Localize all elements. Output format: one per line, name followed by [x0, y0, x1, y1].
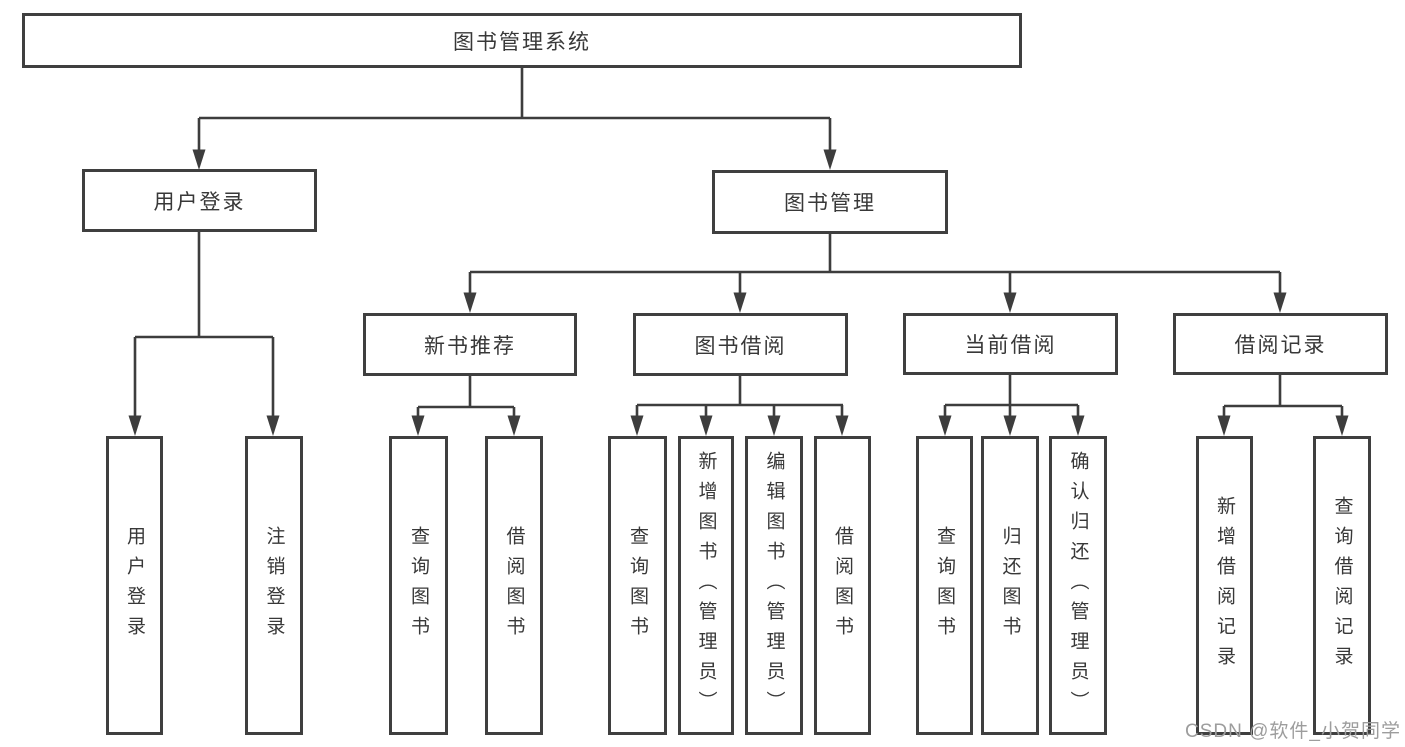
- leaf-cb-query-books-label: 查询图书: [934, 525, 955, 646]
- leaf-br-query-record-label: 查询借阅记录: [1331, 495, 1353, 676]
- leaf-logout-label: 注销登录: [263, 525, 285, 646]
- arrowhead-book-borrow: [733, 292, 747, 313]
- node-borrow-records: 借阅记录: [1173, 313, 1388, 375]
- leaf-user-login: 用户登录: [106, 436, 163, 735]
- connector-new-book-rec-branch: [416, 374, 516, 417]
- leaf-nbr-borrow-books: 借阅图书: [485, 436, 543, 735]
- leaf-bb-borrow-books-label: 借阅图书: [832, 525, 853, 646]
- leaf-br-add-record: 新增借阅记录: [1196, 436, 1253, 735]
- connector-current-borrow-branch: [943, 373, 1080, 417]
- connector-borrow-records-branch: [1222, 374, 1344, 417]
- csdn-watermark: CSDN @软件_小贺同学: [1185, 721, 1401, 742]
- node-current-borrow: 当前借阅: [903, 313, 1118, 375]
- leaf-nbr-query-books-label: 查询图书: [408, 525, 429, 646]
- arrowhead-leaf-nbr-query: [411, 415, 425, 436]
- node-book-borrow: 图书借阅: [633, 313, 848, 376]
- arrowhead-leaf-cb-return: [1003, 415, 1017, 436]
- leaf-bb-query-books: 查询图书: [608, 436, 667, 735]
- leaf-logout: 注销登录: [245, 436, 303, 735]
- node-root: 图书管理系统: [22, 13, 1022, 68]
- arrowhead-leaf-br-query: [1335, 415, 1349, 436]
- arrowhead-new-book-rec: [463, 292, 477, 313]
- leaf-br-query-record: 查询借阅记录: [1313, 436, 1371, 735]
- leaf-bb-add-books-admin: 新增图书（管理员）: [678, 436, 734, 735]
- leaf-cb-return-books-label: 归还图书: [999, 525, 1021, 646]
- node-book-mgmt: 图书管理: [712, 170, 948, 234]
- arrowhead-current-borrow: [1003, 292, 1017, 313]
- leaf-br-add-record-label: 新增借阅记录: [1214, 495, 1235, 676]
- leaf-cb-query-books: 查询图书: [916, 436, 973, 735]
- arrowhead-leaf-bb-query: [630, 415, 644, 436]
- leaf-user-login-label: 用户登录: [124, 525, 145, 646]
- leaf-nbr-query-books: 查询图书: [389, 436, 448, 735]
- arrowhead-leaf-bb-add: [699, 415, 713, 436]
- arrowhead-leaf-logout: [266, 415, 280, 436]
- leaf-bb-query-books-label: 查询图书: [627, 525, 648, 646]
- leaf-bb-edit-books-admin: 编辑图书（管理员）: [745, 436, 803, 735]
- leaf-nbr-borrow-books-label: 借阅图书: [503, 525, 525, 646]
- arrowhead-leaf-user-login: [128, 415, 142, 436]
- arrowhead-borrow-records: [1273, 292, 1287, 313]
- node-new-book-rec: 新书推荐: [363, 313, 577, 376]
- arrowhead-leaf-bb-edit: [767, 415, 781, 436]
- leaf-cb-confirm-return-admin-label: 确认归还（管理员）: [1067, 450, 1089, 721]
- leaf-cb-confirm-return-admin: 确认归还（管理员）: [1049, 436, 1107, 735]
- connector-user-login-branch: [133, 231, 275, 417]
- arrowhead-user-login: [192, 149, 206, 170]
- arrowhead-leaf-bb-borrow: [835, 415, 849, 436]
- connector-root-to-level1: [197, 66, 832, 151]
- leaf-bb-add-books-admin-label: 新增图书（管理员）: [695, 450, 717, 721]
- arrowhead-leaf-br-add: [1217, 415, 1231, 436]
- connector-book-borrow-branch: [635, 374, 844, 417]
- arrowhead-leaf-cb-query: [938, 415, 952, 436]
- connector-book-mgmt-branch: [468, 233, 1282, 294]
- node-user-login: 用户登录: [82, 169, 317, 232]
- arrowhead-leaf-cb-confirm: [1071, 415, 1085, 436]
- arrowhead-book-mgmt: [823, 149, 837, 170]
- leaf-bb-edit-books-admin-label: 编辑图书（管理员）: [763, 450, 785, 721]
- arrowhead-leaf-nbr-borrow: [507, 415, 521, 436]
- leaf-bb-borrow-books: 借阅图书: [814, 436, 871, 735]
- leaf-cb-return-books: 归还图书: [981, 436, 1039, 735]
